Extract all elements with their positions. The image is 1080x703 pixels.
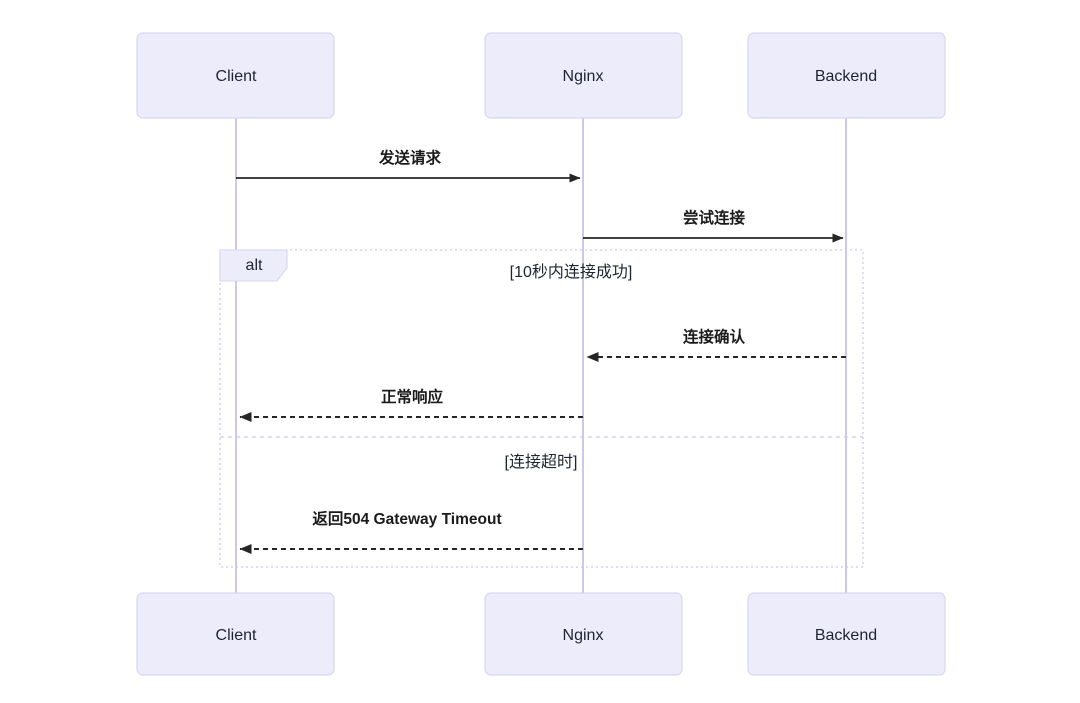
- participant-footer-backend-label: Backend: [815, 627, 877, 644]
- message-label-2: 尝试连接: [683, 208, 746, 227]
- message-label-1: 发送请求: [378, 148, 442, 167]
- participant-footer-nginx-label: Nginx: [563, 627, 604, 644]
- alt-condition-1: [10秒内连接成功]: [510, 263, 633, 281]
- participant-footer-backend-box[interactable]: [747, 592, 946, 676]
- message-connection-ack: 连接确认: [586, 327, 846, 362]
- participant-header-backend[interactable]: Backend: [747, 32, 946, 119]
- participant-footer-client[interactable]: Client: [136, 592, 335, 676]
- alt-frame-border: [219, 249, 864, 568]
- lifelines-group: [235, 118, 847, 593]
- message-send-request: 发送请求: [236, 148, 581, 183]
- messages-group: 发送请求 尝试连接 连接确认 正常响应 返回504 Gateway Timeou…: [236, 148, 846, 554]
- participant-headers: Client Nginx Backend: [136, 32, 946, 119]
- participant-footer-nginx-box[interactable]: [484, 592, 683, 676]
- participant-footer-client-box[interactable]: [136, 592, 335, 676]
- participant-header-client[interactable]: Client: [136, 32, 335, 119]
- participant-header-client-box[interactable]: [136, 32, 335, 119]
- participant-header-client-label: Client: [216, 68, 257, 85]
- message-label-5: 返回504 Gateway Timeout: [312, 509, 501, 528]
- participant-header-nginx-box[interactable]: [484, 32, 683, 119]
- participant-header-nginx[interactable]: Nginx: [484, 32, 683, 119]
- message-try-connect: 尝试连接: [583, 208, 844, 243]
- message-504-timeout: 返回504 Gateway Timeout: [239, 509, 583, 554]
- participant-footer-nginx[interactable]: Nginx: [484, 592, 683, 676]
- participant-header-backend-label: Backend: [815, 68, 877, 85]
- alt-tab-shape: [219, 249, 288, 282]
- participant-footer-backend[interactable]: Backend: [747, 592, 946, 676]
- participant-footers: Client Nginx Backend: [136, 592, 946, 676]
- alt-fragment: alt [10秒内连接成功] [连接超时]: [219, 249, 864, 568]
- message-label-4: 正常响应: [381, 387, 444, 406]
- participant-header-nginx-label: Nginx: [563, 68, 604, 85]
- message-label-3: 连接确认: [683, 327, 746, 346]
- alt-keyword-label: alt: [246, 257, 263, 274]
- participant-footer-client-label: Client: [216, 627, 257, 644]
- alt-condition-2: [连接超时]: [505, 453, 578, 471]
- message-normal-response: 正常响应: [239, 387, 583, 422]
- participant-header-backend-box[interactable]: [747, 32, 946, 119]
